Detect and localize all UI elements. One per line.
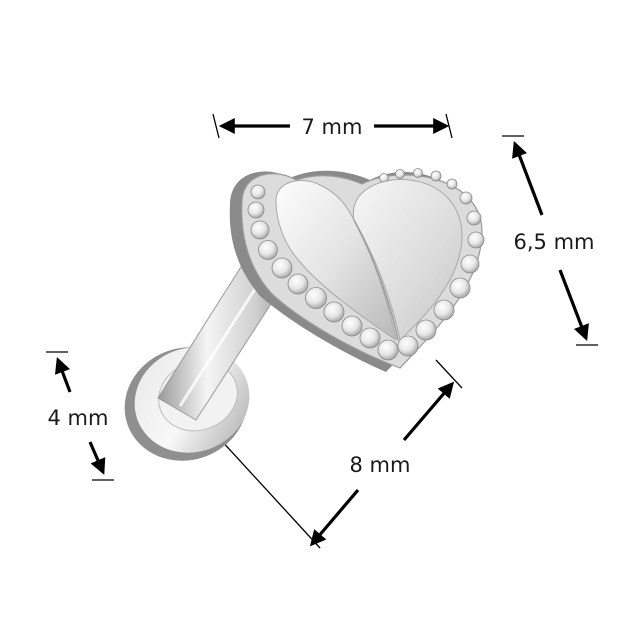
gem-stone	[258, 240, 278, 260]
heart-top	[229, 168, 485, 372]
gem-stone	[413, 168, 423, 178]
gem-stone	[377, 339, 399, 361]
gem-stone	[449, 277, 471, 299]
gem-stone	[250, 184, 266, 200]
gem-stone	[247, 201, 265, 219]
gem-stone	[305, 287, 327, 309]
length-dimension-label: 8 mm	[350, 453, 411, 477]
gem-stone	[460, 254, 480, 274]
heart-left-lobe	[275, 180, 397, 342]
gem-stone	[341, 315, 363, 337]
gem-stone	[395, 169, 405, 179]
gem-stone	[467, 231, 485, 249]
gem-stone	[271, 257, 293, 279]
length-dimension-tick-top	[435, 359, 463, 389]
disc-dimension-label: 4 mm	[48, 406, 109, 430]
length-dimension-arrow-down	[309, 488, 360, 547]
length-dimension-arrow-up	[402, 381, 455, 442]
width-dimension: 7 mm	[212, 113, 453, 139]
gem-stone	[359, 327, 381, 349]
width-dimension-tick-right	[445, 113, 453, 139]
gem-stone	[459, 191, 473, 205]
height-dimension: 6,5 mm	[502, 135, 598, 346]
height-dimension-arrow-top	[512, 141, 544, 216]
gem-stone	[433, 299, 455, 321]
gem-stone	[323, 301, 345, 323]
disc-dimension: 4 mm	[46, 351, 114, 481]
gem-stone	[466, 210, 482, 226]
gem-stone	[287, 273, 309, 295]
gem-stone	[397, 335, 419, 357]
width-dimension-label: 7 mm	[302, 115, 363, 139]
gem-stone	[446, 178, 458, 190]
heart-right-lobe	[352, 179, 463, 341]
height-dimension-label: 6,5 mm	[514, 230, 595, 254]
disc-dimension-arrow-bottom	[88, 441, 106, 475]
height-dimension-arrow-bottom	[558, 269, 589, 341]
pave-gem-stones	[247, 168, 485, 361]
width-dimension-tick-left	[212, 113, 220, 139]
gem-stone	[430, 170, 442, 182]
heart-fold-line	[353, 219, 399, 341]
disc-dimension-arrow-top	[55, 357, 72, 393]
gem-stone	[250, 220, 270, 240]
gem-stone	[415, 319, 437, 341]
